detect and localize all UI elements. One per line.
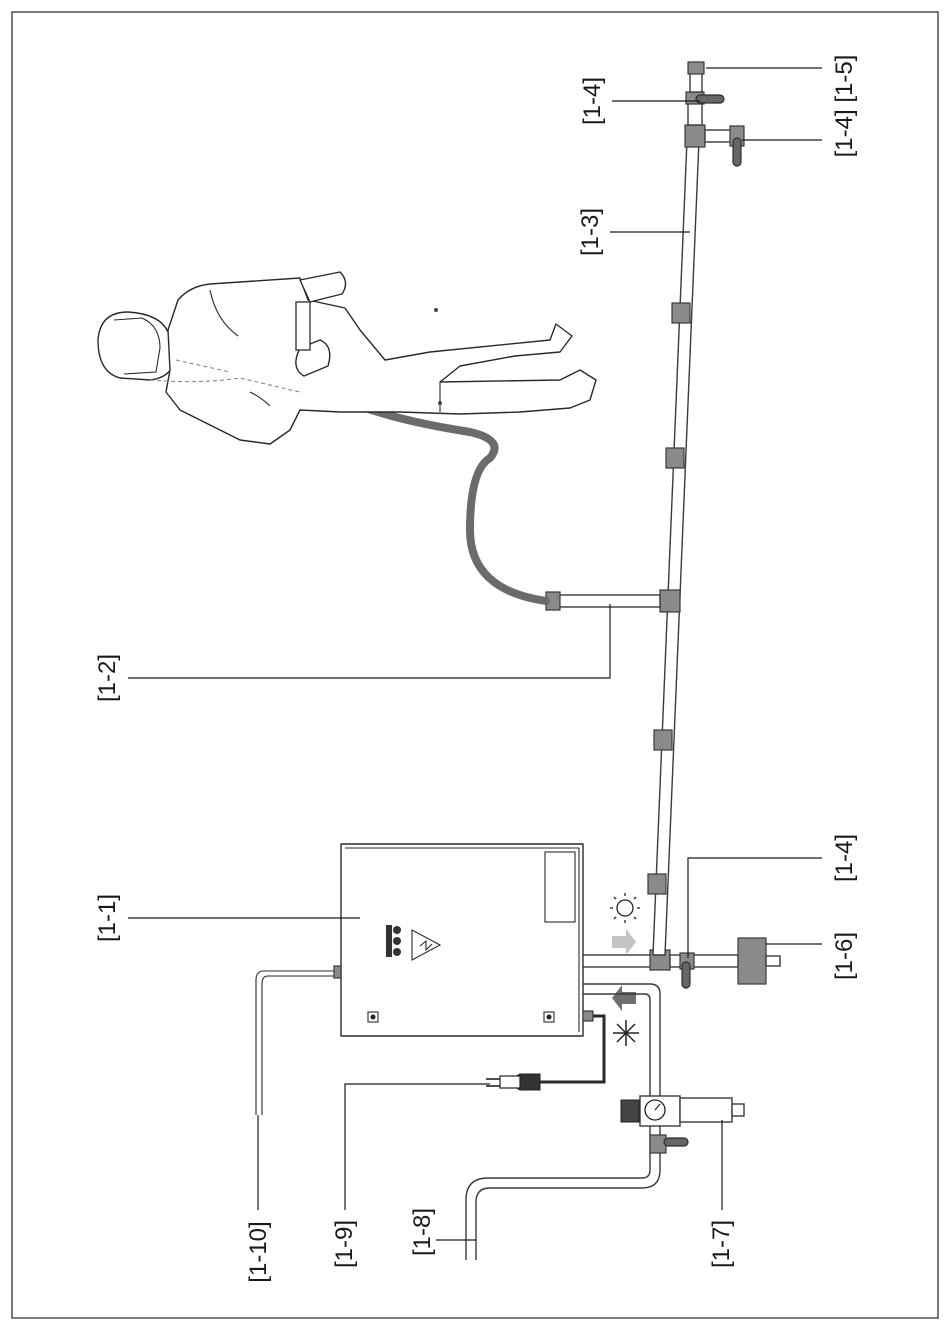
label-1-8: [1-8] (409, 1208, 436, 1256)
pressure-regulator-1-7 (621, 1096, 744, 1126)
label-1-3: [1-3] (577, 208, 604, 256)
label-1-1: [1-1] (94, 894, 121, 942)
label-1-2: [1-2] (94, 654, 121, 702)
label-1-6: [1-6] (831, 932, 858, 980)
cold-return-arrow-icon (612, 985, 636, 1011)
worker-in-protective-suit (98, 272, 596, 444)
air-hose (318, 385, 546, 601)
main-pipe-1-3 (648, 62, 744, 955)
label-1-9: [1-9] (331, 1220, 358, 1268)
label-1-4-1-5: [1-4] [1-5] (831, 55, 858, 158)
leader-lines (128, 68, 822, 1240)
page-border (12, 12, 938, 1318)
sun-icon (610, 893, 640, 923)
control-knobs-icon (386, 925, 401, 957)
label-1-10: [1-10] (245, 1221, 272, 1282)
heat-supply-arrow-icon (612, 929, 636, 955)
heater-unit (334, 844, 593, 1036)
label-1-4-top: [1-4] (579, 77, 606, 125)
label-1-7: [1-7] (708, 1220, 735, 1268)
snowflake-icon (613, 1020, 639, 1046)
label-1-4-bottom: [1-4] (831, 834, 858, 882)
power-cable-1-10 (256, 971, 334, 1115)
branch-pipe-1-2 (546, 592, 660, 610)
